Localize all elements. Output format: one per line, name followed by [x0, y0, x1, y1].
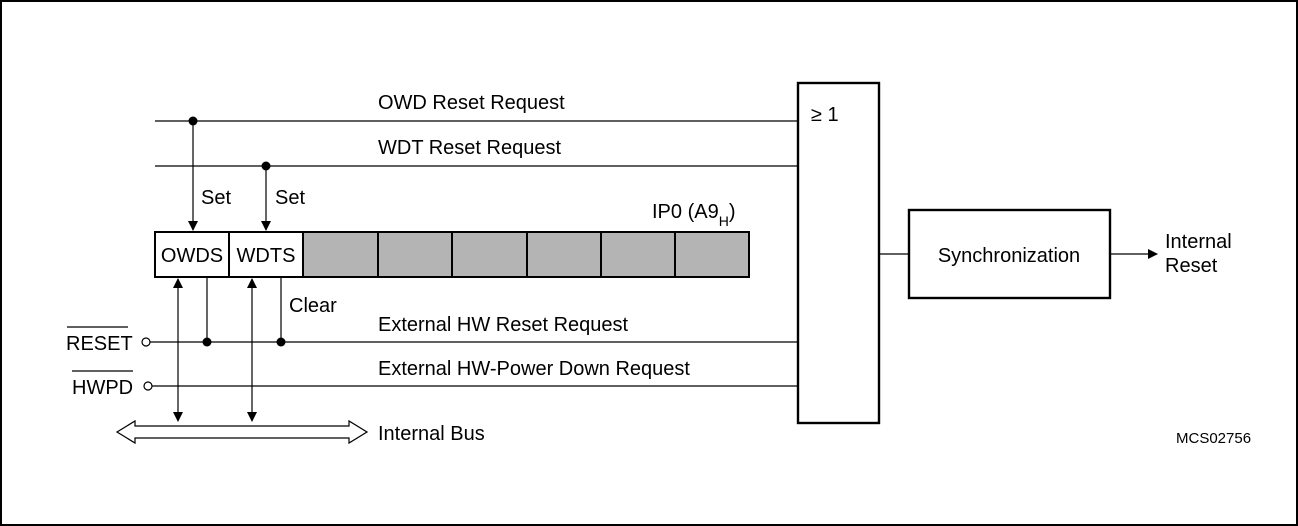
internal-bus-arrow — [115, 419, 369, 445]
hwpd-pin-label: HWPD — [72, 377, 133, 399]
internal-reset-label-line2: Reset — [1165, 255, 1218, 277]
set-owds-label: Set — [201, 187, 231, 209]
register-bit-reserved-2 — [377, 231, 453, 278]
figure-id: MCS02756 — [1176, 430, 1251, 447]
wdts-clear-dot — [276, 337, 286, 347]
register-bit-reserved-1 — [302, 231, 379, 278]
external-hw-power-down-request-label: External HW-Power Down Request — [378, 358, 690, 380]
reset-pin-circle — [141, 337, 151, 347]
synchronization-block — [907, 208, 1112, 300]
synchronization-label: Synchronization — [938, 245, 1080, 267]
hwpd-pin-circle — [143, 381, 153, 391]
owds-clear-dot — [202, 337, 212, 347]
owds-bit-label: OWDS — [161, 245, 223, 267]
register-bit-reserved-4 — [526, 231, 602, 278]
internal-reset-label-line1: Internal — [1165, 231, 1232, 253]
register-bit-reserved-5 — [600, 231, 676, 278]
or-gate — [796, 81, 881, 425]
clear-label: Clear — [289, 295, 337, 317]
owd-reset-request-label: OWD Reset Request — [378, 92, 565, 114]
internal-bus-label: Internal Bus — [378, 423, 485, 445]
register-bit-owds — [154, 231, 230, 278]
or-gate-symbol: ≥ 1 — [811, 104, 839, 126]
register-bit-reserved-6 — [674, 231, 750, 278]
register-name-label: IP0 (A9H) — [652, 201, 736, 229]
wdts-bit-label: WDTS — [237, 245, 296, 267]
register-bit-wdts — [228, 231, 304, 278]
reset-pin-label: RESET — [66, 333, 133, 355]
set-wdts-label: Set — [275, 187, 305, 209]
register-bit-reserved-3 — [451, 231, 528, 278]
wdt-reset-request-label: WDT Reset Request — [378, 137, 561, 159]
external-hw-reset-request-label: External HW Reset Request — [378, 314, 629, 336]
